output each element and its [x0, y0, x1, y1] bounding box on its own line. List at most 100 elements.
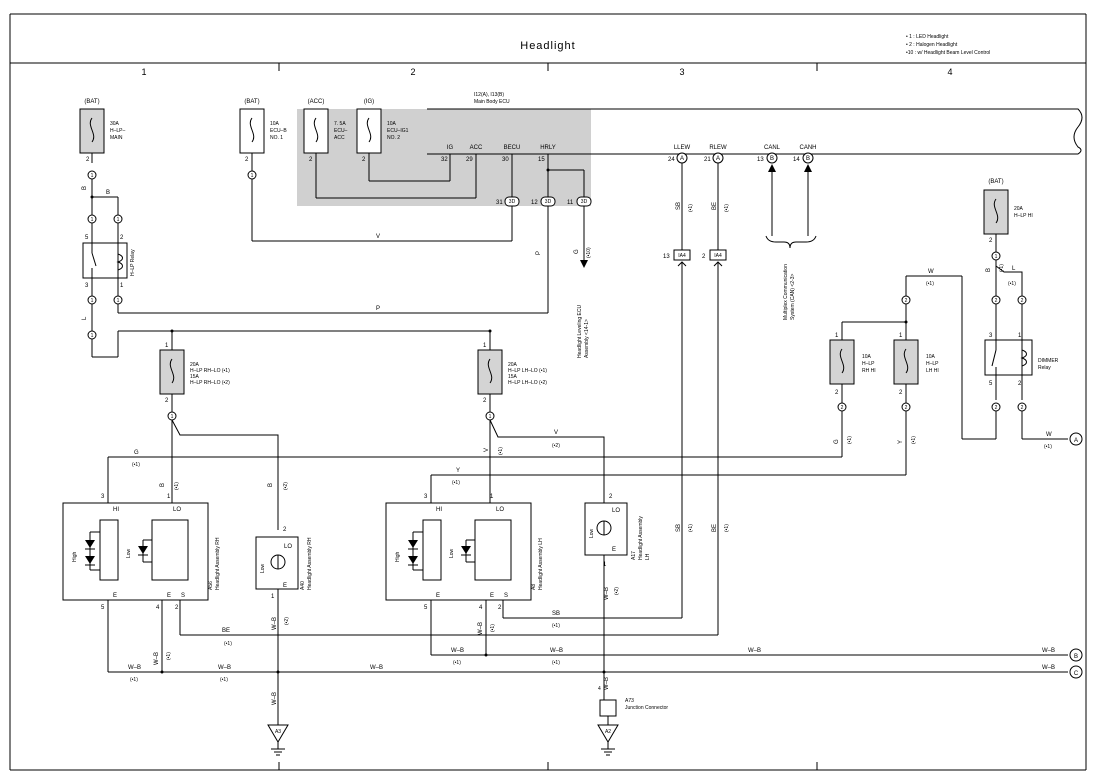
svg-text:2: 2	[835, 390, 839, 396]
svg-text:1: 1	[483, 343, 487, 349]
svg-text:Y: Y	[898, 440, 904, 444]
junction-connector-a73: A73 Junction Connector	[599, 698, 668, 725]
svg-text:P: P	[376, 306, 380, 312]
pin-ig: IG	[447, 145, 454, 151]
pin-num-15: 15	[538, 157, 545, 163]
svg-text:2: 2	[283, 527, 287, 533]
svg-text:(•1): (•1)	[130, 677, 138, 683]
svg-text:E: E	[283, 583, 287, 589]
svg-text:LO: LO	[284, 544, 292, 550]
pin-becu: BECU	[504, 145, 521, 151]
svg-text:Low: Low	[126, 548, 132, 558]
svg-text:1: 1	[91, 298, 94, 304]
svg-text:3: 3	[989, 333, 993, 339]
svg-text:Headlight Assembly LH: Headlight Assembly LH	[538, 538, 544, 590]
svg-text:3: 3	[85, 283, 89, 289]
fuse-hlp-main: (BAT) 30A H–LP– MAIN	[79, 99, 126, 154]
svg-text:A: A	[1074, 438, 1078, 444]
svg-text:1: 1	[251, 173, 254, 179]
svg-text:(•1): (•1)	[999, 264, 1005, 272]
svg-text:System (CAN) <2-3>: System (CAN) <2-3>	[790, 274, 796, 320]
svg-text:H–LP: H–LP	[926, 361, 939, 367]
ecu-pin-labels: IG ACC BECU HRLY LLEW RLEW CANL CANH 32 …	[441, 145, 817, 163]
svg-text:W–B: W–B	[550, 648, 563, 654]
svg-text:2: 2	[1018, 381, 1022, 387]
pin-num-29: 29	[466, 157, 473, 163]
fuse-hlp-rh-lo: 1 20A H–LP RH–LO (•1) 15A H–LP RH–LO (•2…	[159, 343, 289, 530]
svg-text:L: L	[1012, 266, 1016, 272]
svg-text:1: 1	[489, 414, 492, 420]
svg-text:W–B: W–B	[154, 652, 160, 665]
svg-text:3D: 3D	[581, 199, 588, 205]
svg-text:2: 2	[905, 298, 908, 304]
svg-text:30A: 30A	[110, 121, 120, 127]
svg-text:20A: 20A	[190, 362, 200, 368]
svg-text:(•1): (•1)	[498, 447, 504, 455]
svg-text:IA4: IA4	[714, 253, 722, 259]
svg-text:2: 2	[175, 605, 179, 611]
svg-text:Headlight Assembly: Headlight Assembly	[638, 516, 644, 560]
svg-text:(•1): (•1)	[224, 641, 232, 647]
svg-text:2: 2	[989, 238, 993, 244]
svg-text:(•1): (•1)	[220, 677, 228, 683]
pin-num-21: 21	[704, 157, 711, 163]
headlight-lh-a17: 2 LO E Low A17 Headlight Assembly LH 1 W…	[584, 494, 651, 700]
svg-text:B: B	[770, 156, 774, 162]
svg-text:LH: LH	[645, 553, 651, 560]
svg-text:(IG): (IG)	[364, 99, 374, 105]
svg-text:Headlight Assembly RH: Headlight Assembly RH	[307, 537, 313, 590]
main-body-ecu	[297, 108, 1083, 206]
svg-text:20A: 20A	[508, 362, 518, 368]
svg-text:Low: Low	[449, 548, 455, 558]
svg-text:W–B: W–B	[478, 622, 484, 635]
svg-text:(•1): (•1)	[174, 482, 180, 490]
svg-text:H–LP Relay: H–LP Relay	[130, 249, 136, 276]
svg-text:(•2): (•2)	[614, 587, 620, 595]
svg-text:HI: HI	[436, 507, 442, 513]
fuse-hlp-lh-lo: 1 20A H–LP LH–LO (•1) 15A H–LP LH–LO (•2…	[477, 343, 605, 520]
svg-text:B: B	[106, 190, 110, 196]
svg-text:W–B: W–B	[272, 692, 278, 705]
svg-text:W–B: W–B	[748, 648, 761, 654]
svg-text:2: 2	[362, 157, 366, 163]
svg-text:H–LP LH–LO (•2): H–LP LH–LO (•2)	[508, 380, 547, 386]
svg-text:(•1): (•1)	[552, 623, 560, 629]
svg-text:H–LP RH–LO (•1): H–LP RH–LO (•1)	[190, 368, 230, 374]
svg-text:G: G	[834, 439, 840, 444]
level-wires: SB (•1) BE (•1) IA4 IA4 13 2 SB (•1) BE …	[663, 163, 730, 635]
svg-text:(BAT): (BAT)	[244, 99, 259, 105]
svg-text:HI: HI	[113, 507, 119, 513]
svg-text:13: 13	[663, 254, 670, 260]
svg-text:W–B: W–B	[604, 587, 610, 600]
svg-text:Low: Low	[589, 528, 595, 538]
svg-text:(•1): (•1)	[552, 660, 560, 666]
svg-text:(•1): (•1)	[688, 204, 694, 212]
svg-text:(•1): (•1)	[132, 462, 140, 468]
svg-text:(•1): (•1)	[847, 436, 853, 444]
svg-text:W–B: W–B	[218, 665, 231, 671]
svg-text:(•1): (•1)	[452, 480, 460, 486]
svg-text:31: 31	[496, 200, 503, 206]
hlp-relay: 2 1 B B 1 1 5 2 3 1 H–LP Relay 1 1 L 1	[82, 153, 172, 358]
pin-acc: ACC	[470, 145, 483, 151]
svg-text:LO: LO	[496, 507, 504, 513]
lo-bus	[170, 329, 492, 350]
dimmer-relay: 2 1 B (•1) L (•1) 2 2 3 1 5 2 DIMMER Rel…	[841, 234, 1083, 450]
diagram-title: Headlight	[520, 40, 575, 52]
svg-text:High: High	[395, 551, 401, 562]
svg-text:1: 1	[171, 414, 174, 420]
svg-text:ACC: ACC	[334, 135, 345, 141]
svg-text:E: E	[113, 593, 117, 599]
fuse-hlp-lh-hi: 1 10A H–LP LH HI 2 2 Y (•1) Y (•1)	[431, 333, 939, 486]
svg-text:10A: 10A	[270, 121, 280, 127]
hrly-wires: P P G (•10) Headlight Leveling ECU Assem…	[117, 206, 592, 358]
svg-text:LH HI: LH HI	[926, 368, 939, 374]
svg-text:W–B: W–B	[451, 648, 464, 654]
svg-text:G: G	[574, 249, 580, 254]
svg-text:2: 2	[483, 398, 487, 404]
svg-text:5: 5	[424, 605, 428, 611]
headlight-rh-a40: 2 LO E Low A40 Headlight Assembly RH 1 W…	[255, 527, 313, 725]
column-label-1: 1	[141, 67, 146, 77]
svg-text:1: 1	[490, 494, 494, 500]
